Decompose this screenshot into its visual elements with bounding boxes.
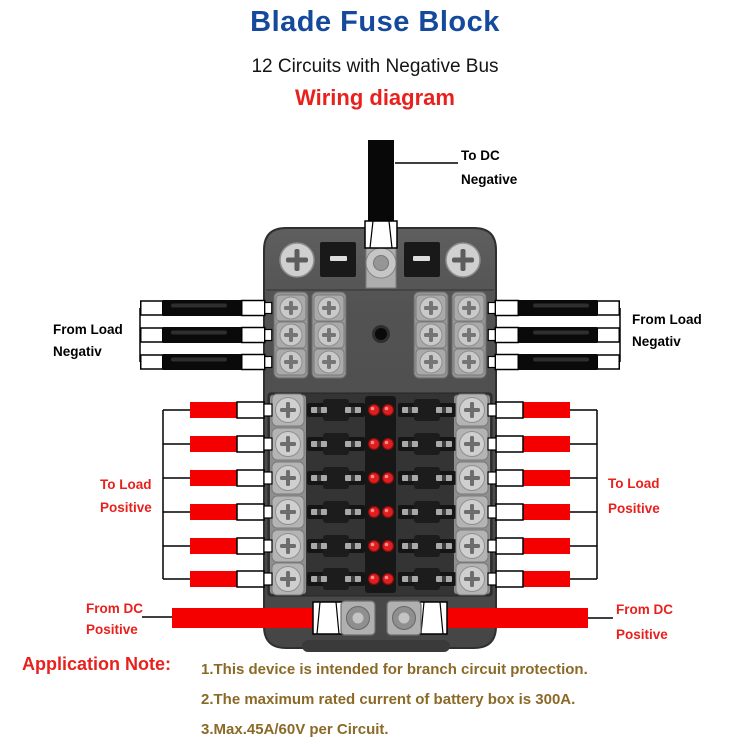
note-line: 3.Max.45A/60V per Circuit. [201,721,389,738]
page-subtitle: 12 Circuits with Negative Bus [251,56,499,77]
positive-bus [172,600,588,636]
note-line: 1.This device is intended for branch cir… [201,661,588,678]
load-positive-wires-right [487,401,598,588]
label-load-negative-left: From Load Negativ [53,322,123,359]
label-dc-negative: To DC Negative [461,148,518,187]
application-note-heading: Application Note: [22,654,171,674]
load-positive-wires-left [162,401,273,588]
led-strip [365,396,396,593]
page-title: Blade Fuse Block [250,6,500,38]
cable-boot-left [312,601,344,635]
dc-positive-cable-left [172,608,317,628]
diagram-heading: Wiring diagram [295,85,455,110]
negative-terminal-block [273,291,487,379]
corner-screw-right [445,242,481,278]
fuse-panel [267,392,493,597]
label-load-positive-left: To Load Positive [100,477,152,515]
application-note-list: 1.This device is intended for branch cir… [201,655,588,745]
label-dc-positive-right: From DC Positive [616,602,673,642]
label-load-positive-right: To Load Positive [608,476,660,516]
label-dc-positive-left: From DC Positive [86,601,143,637]
positive-stud-left [340,600,376,636]
dc-negative-wire [364,140,458,249]
mounting-foot [302,640,450,652]
load-negative-wires-right [487,299,621,371]
load-negative-wires-left [139,299,273,371]
dc-positive-cable-right [445,608,588,628]
note-line: 2.The maximum rated current of battery b… [201,691,576,708]
positive-stud-right [386,600,422,636]
corner-screw-left [279,242,315,278]
label-load-negative-right: From Load Negativ [632,312,702,349]
